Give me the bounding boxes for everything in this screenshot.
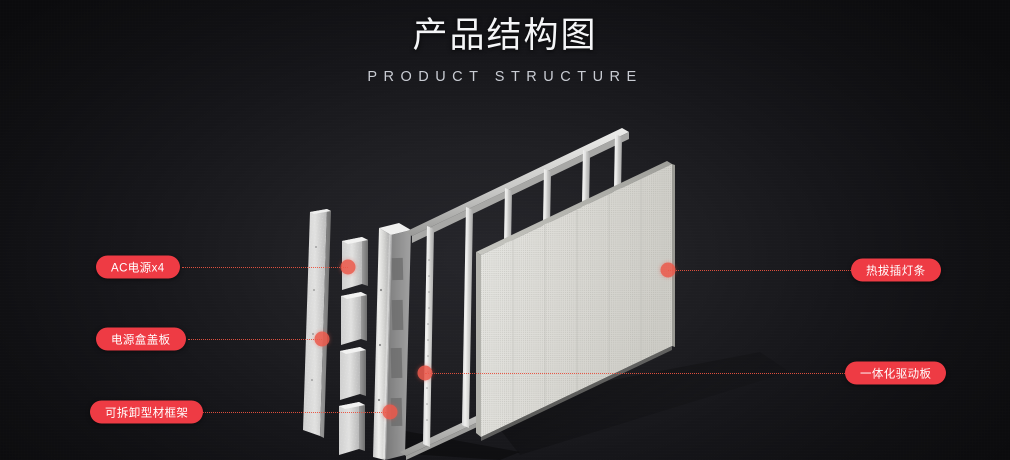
page-title-cn: 产品结构图 xyxy=(412,16,598,55)
callout-label-hot-swap-led-strip[interactable]: 热拔插灯条 xyxy=(851,258,941,282)
callout-label-integrated-driver-board[interactable]: 一体化驱动板 xyxy=(845,361,947,385)
lead-line-detachable-frame xyxy=(196,412,390,413)
lead-line-power-box-cover xyxy=(188,339,322,340)
lead-dot-integrated-driver-board xyxy=(417,365,433,381)
led-display-panel xyxy=(476,161,675,441)
lead-dot-hot-swap-led-strip xyxy=(660,262,676,278)
lead-line-hot-swap-led-strip xyxy=(668,270,851,271)
page-title-en: PRODUCT STRUCTURE xyxy=(367,69,643,85)
callout-label-ac-power[interactable]: AC电源x4 xyxy=(96,255,180,279)
lead-line-integrated-driver-board xyxy=(425,373,845,374)
lead-line-ac-power xyxy=(182,267,348,268)
lead-dot-power-box-cover xyxy=(314,331,330,347)
callout-label-detachable-frame[interactable]: 可拆卸型材框架 xyxy=(90,400,204,424)
power-box-cover-panel xyxy=(303,209,331,438)
callout-label-power-box-cover[interactable]: 电源盒盖板 xyxy=(96,327,186,351)
lead-dot-ac-power xyxy=(340,259,356,275)
ac-power-module-3 xyxy=(340,347,366,400)
page-header: 产品结构图 PRODUCT STRUCTURE xyxy=(0,14,1010,85)
vertical-profile-column xyxy=(373,223,411,460)
lead-dot-detachable-frame xyxy=(382,404,398,420)
ac-power-module-4 xyxy=(339,402,365,455)
ac-power-module-2 xyxy=(341,292,367,345)
